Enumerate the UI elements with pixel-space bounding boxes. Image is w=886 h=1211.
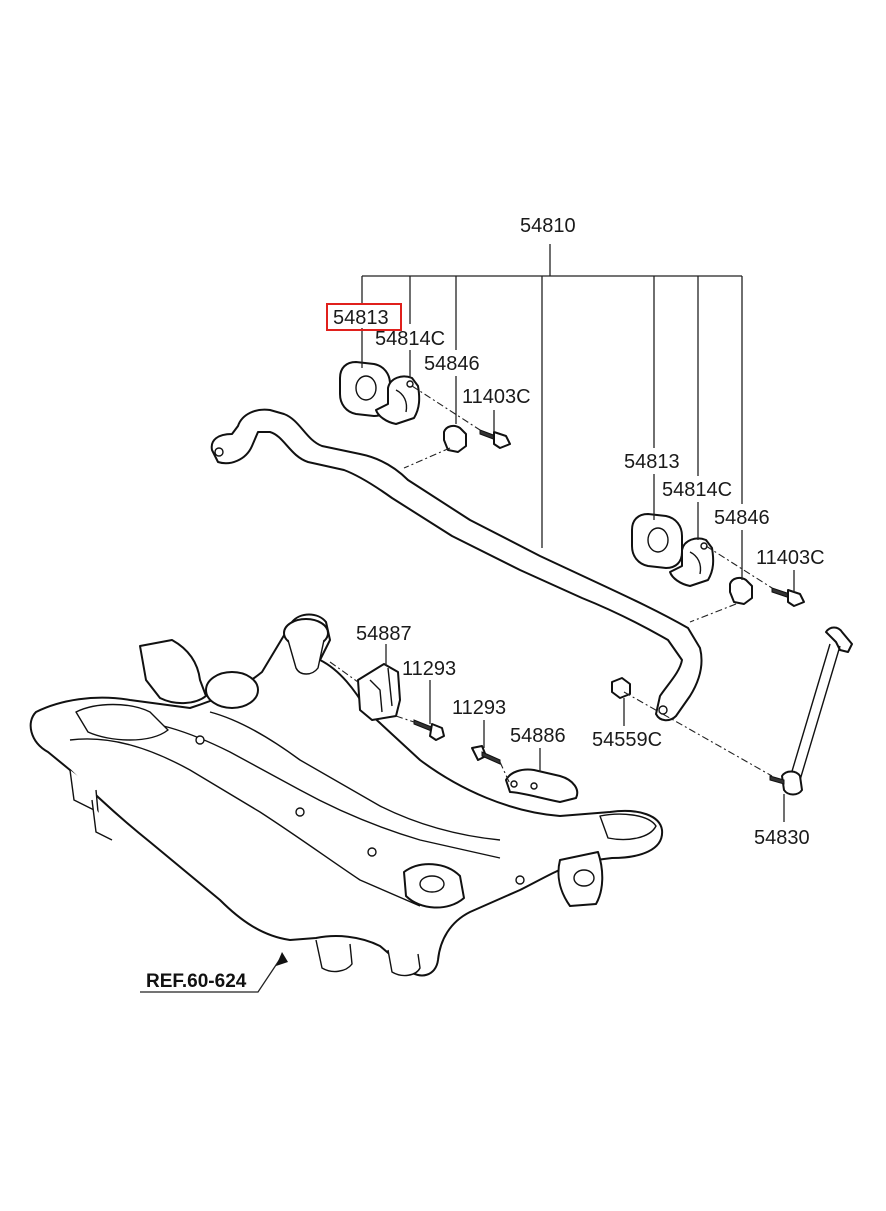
clamp-left[interactable] bbox=[443, 424, 467, 453]
callout-54846-left[interactable]: 54846 bbox=[424, 353, 480, 375]
bolt-left[interactable] bbox=[479, 429, 511, 449]
bracket-left[interactable] bbox=[375, 375, 421, 425]
bolt-mount-upper[interactable] bbox=[413, 719, 445, 741]
callout-11403c-left[interactable]: 11403C bbox=[462, 386, 531, 408]
callout-54814c-left[interactable]: 54814C bbox=[375, 328, 445, 350]
callout-11293-lower[interactable]: 11293 bbox=[452, 697, 506, 719]
bushing-right[interactable] bbox=[631, 513, 683, 569]
reference-label[interactable]: REF.60-624 bbox=[146, 971, 247, 992]
callout-54846-right[interactable]: 54846 bbox=[714, 507, 770, 529]
stabilizer-link[interactable] bbox=[769, 626, 853, 796]
callout-54886[interactable]: 54886 bbox=[510, 725, 566, 747]
callout-54813-left[interactable]: 54813 bbox=[333, 307, 389, 329]
callout-54810[interactable]: 54810 bbox=[520, 215, 576, 237]
callout-54814c-right[interactable]: 54814C bbox=[662, 479, 732, 501]
assembly-lines bbox=[329, 385, 773, 785]
callout-11403c-right[interactable]: 11403C bbox=[756, 547, 825, 569]
nut[interactable] bbox=[611, 677, 631, 699]
callout-labels: 54810 54813 54814C 54846 11403C 54813 54… bbox=[146, 215, 825, 992]
clamp-right[interactable] bbox=[729, 576, 753, 605]
mount-bracket-upper[interactable] bbox=[357, 663, 401, 721]
stabilizer-bar bbox=[210, 408, 703, 722]
leader-lines bbox=[140, 244, 795, 993]
bolt-right[interactable] bbox=[771, 587, 805, 607]
callout-54830[interactable]: 54830 bbox=[754, 827, 810, 849]
subframe-crossmember bbox=[29, 613, 664, 977]
callout-11293-upper[interactable]: 11293 bbox=[402, 658, 456, 680]
callout-54887[interactable]: 54887 bbox=[356, 623, 412, 645]
callout-54813-right[interactable]: 54813 bbox=[624, 451, 680, 473]
bolt-mount-lower[interactable] bbox=[471, 745, 501, 765]
highlight-box bbox=[326, 303, 402, 331]
callout-54559c[interactable]: 54559C bbox=[592, 729, 662, 751]
mount-bracket-lower[interactable] bbox=[505, 768, 579, 803]
